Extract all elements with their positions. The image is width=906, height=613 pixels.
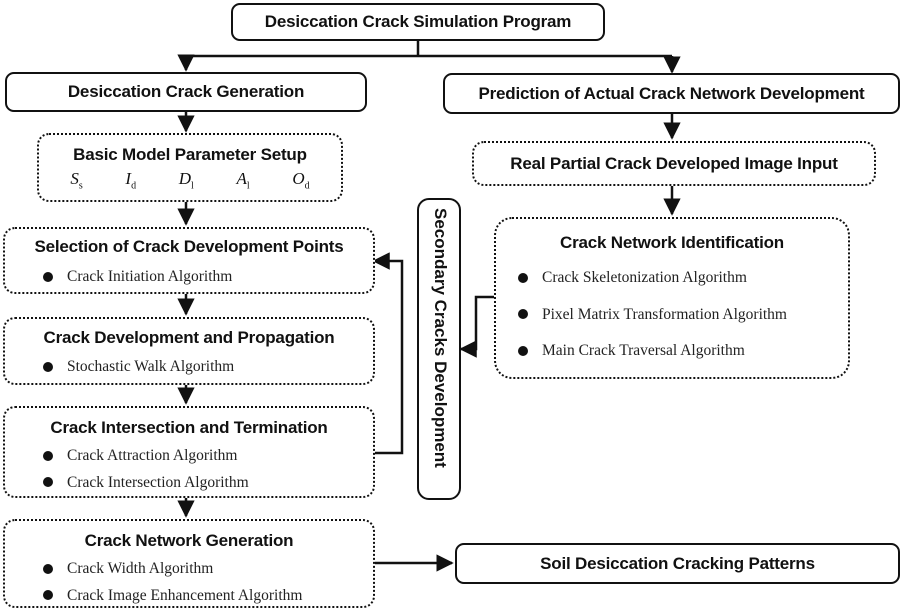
bullet-icon xyxy=(518,272,528,283)
left-branch-node: Desiccation Crack Generation xyxy=(5,72,367,112)
network-generation-node: Crack Network Generation Crack Width Alg… xyxy=(3,519,375,608)
list-item: Crack Image Enhancement Algorithm xyxy=(43,587,302,604)
image-input-title: Real Partial Crack Developed Image Input xyxy=(510,153,838,173)
list-item: Crack Initiation Algorithm xyxy=(43,269,232,285)
right-branch-title: Prediction of Actual Crack Network Devel… xyxy=(478,83,865,103)
output-title: Soil Desiccation Cracking Patterns xyxy=(540,553,815,573)
param-i: Id xyxy=(125,169,137,192)
network-identification-title: Crack Network Identification xyxy=(560,233,784,252)
secondary-cracks-title: Secondary Cracks Development xyxy=(431,208,450,468)
bullet-icon xyxy=(43,361,53,372)
param-s: Ss xyxy=(70,169,83,192)
secondary-cracks-node: Secondary Cracks Development xyxy=(417,198,461,500)
output-node: Soil Desiccation Cracking Patterns xyxy=(455,543,900,584)
list-item: Pixel Matrix Transformation Algorithm xyxy=(518,306,787,323)
root-title: Desiccation Crack Simulation Program xyxy=(264,12,572,31)
network-identification-node: Crack Network Identification Crack Skele… xyxy=(494,217,850,379)
bullet-icon xyxy=(43,477,53,488)
bullet-icon xyxy=(43,563,53,574)
list-item: Stochastic Walk Algorithm xyxy=(43,359,234,375)
bullet-icon xyxy=(43,450,53,461)
list-item: Crack Width Algorithm xyxy=(43,561,302,577)
intersection-title: Crack Intersection and Termination xyxy=(50,418,328,437)
parameter-list: Ss Id Dl Al Od xyxy=(39,169,341,191)
list-item: Crack Intersection Algorithm xyxy=(43,474,249,491)
propagation-title: Crack Development and Propagation xyxy=(43,328,335,347)
right-branch-node: Prediction of Actual Crack Network Devel… xyxy=(443,73,900,114)
left-branch-title: Desiccation Crack Generation xyxy=(67,82,305,101)
network-identification-list: Crack Skeletonization Algorithm Pixel Ma… xyxy=(518,270,787,359)
propagation-list: Stochastic Walk Algorithm xyxy=(43,359,234,375)
param-o: Od xyxy=(292,169,310,192)
image-input-node: Real Partial Crack Developed Image Input xyxy=(472,141,876,186)
bullet-icon xyxy=(518,345,528,356)
network-generation-title: Crack Network Generation xyxy=(84,531,294,550)
bullet-icon xyxy=(518,309,528,320)
connector-feedback-loop xyxy=(372,252,404,455)
intersection-node: Crack Intersection and Termination Crack… xyxy=(3,406,375,498)
network-generation-list: Crack Width Algorithm Crack Image Enhanc… xyxy=(43,561,302,603)
connector-identification-to-secondary xyxy=(459,295,496,358)
development-points-list: Crack Initiation Algorithm xyxy=(43,269,232,285)
propagation-node: Crack Development and Propagation Stocha… xyxy=(3,317,375,385)
bullet-icon xyxy=(43,590,53,601)
parameter-setup-title: Basic Model Parameter Setup xyxy=(73,145,307,164)
root-node: Desiccation Crack Simulation Program xyxy=(231,3,605,41)
param-d: Dl xyxy=(178,169,194,192)
development-points-node: Selection of Crack Development Points Cr… xyxy=(3,227,375,294)
list-item: Crack Attraction Algorithm xyxy=(43,448,249,464)
list-item: Main Crack Traversal Algorithm xyxy=(518,343,787,359)
intersection-list: Crack Attraction Algorithm Crack Interse… xyxy=(43,448,249,490)
parameter-setup-node: Basic Model Parameter Setup Ss Id Dl Al … xyxy=(37,133,343,202)
param-a: Al xyxy=(236,169,250,192)
list-item: Crack Skeletonization Algorithm xyxy=(518,270,787,286)
development-points-title: Selection of Crack Development Points xyxy=(34,237,344,256)
bullet-icon xyxy=(43,271,53,282)
